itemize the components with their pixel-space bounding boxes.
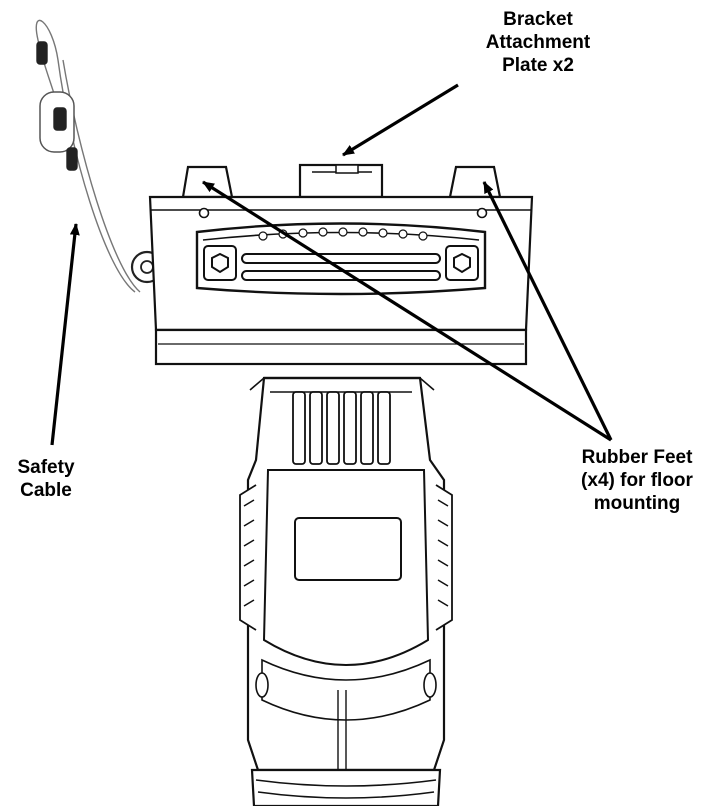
fixture-base <box>148 163 534 366</box>
vent-slots <box>292 391 391 465</box>
rubber-feet-label: Rubber Feet (x4) for floor mounting <box>581 447 693 514</box>
safety-cable-label: Safety Cable <box>17 457 75 501</box>
safety-cable <box>35 19 164 293</box>
safety-cable-arrow <box>50 223 80 446</box>
side-ribs <box>239 484 453 631</box>
callout-arrows <box>50 83 613 446</box>
rubber-foot-arrow-right <box>482 181 613 441</box>
bracket-plate-label: Bracket Attachment Plate x2 <box>485 9 591 76</box>
fixture-head <box>239 376 453 806</box>
rubber-foot-arrow-left <box>202 180 612 442</box>
bracket-plate-arrow <box>342 83 459 157</box>
